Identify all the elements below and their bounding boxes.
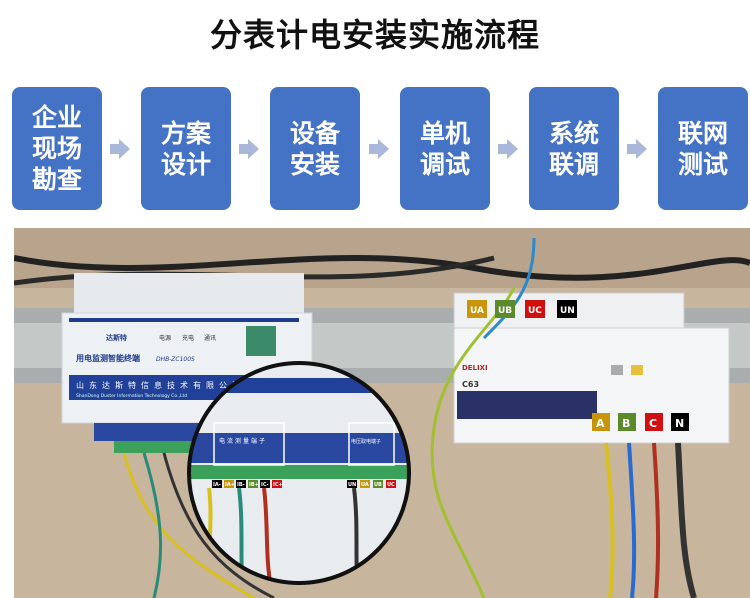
svg-text:用电监测智能终端: 用电监测智能终端 bbox=[75, 353, 140, 363]
svg-text:C: C bbox=[649, 417, 657, 430]
svg-text:电源: 电源 bbox=[159, 334, 171, 342]
step-solution-design: 方案 设计 bbox=[141, 87, 231, 210]
svg-text:IB-: IB- bbox=[237, 482, 245, 488]
svg-text:DELIXI: DELIXI bbox=[462, 364, 488, 372]
step-label: 系统 联调 bbox=[548, 118, 599, 179]
svg-text:达斯特: 达斯特 bbox=[106, 333, 127, 342]
svg-text:A: A bbox=[596, 417, 605, 430]
step-site-survey: 企业 现场 勘查 bbox=[12, 87, 102, 210]
svg-text:UB: UB bbox=[374, 482, 382, 488]
step-label: 方案 设计 bbox=[160, 118, 211, 179]
svg-text:UN: UN bbox=[348, 482, 356, 488]
step-unit-test: 单机 调试 bbox=[400, 87, 490, 210]
svg-text:UA: UA bbox=[470, 306, 484, 316]
svg-text:ShanDong Duster Information Te: ShanDong Duster Information Technology C… bbox=[76, 393, 187, 399]
svg-text:UA: UA bbox=[361, 482, 369, 488]
svg-text:IB+: IB+ bbox=[249, 482, 259, 488]
svg-text:N: N bbox=[675, 417, 684, 430]
magnified-terminals: 电流测量端子 电压取电端子 IA- IA+ IB- IB+ IC- IC+ UN… bbox=[187, 361, 411, 585]
svg-text:UC: UC bbox=[528, 306, 542, 316]
step-system-test: 系统 联调 bbox=[529, 87, 619, 210]
svg-text:UC: UC bbox=[387, 482, 395, 488]
svg-text:电流测量端子: 电流测量端子 bbox=[219, 437, 267, 445]
page-title: 分表计电安装实施流程 bbox=[209, 16, 540, 54]
step-label: 设备 安装 bbox=[289, 118, 340, 179]
svg-text:充电: 充电 bbox=[182, 334, 194, 342]
svg-text:C63: C63 bbox=[462, 380, 479, 389]
svg-text:山东达斯特信息技术有限公司: 山东达斯特信息技术有限公司 bbox=[76, 380, 245, 390]
step-label: 联网 测试 bbox=[677, 118, 728, 179]
svg-text:B: B bbox=[622, 417, 630, 430]
svg-text:IC-: IC- bbox=[261, 482, 269, 488]
step-network-test: 联网 测试 bbox=[658, 87, 748, 210]
svg-text:电压取电端子: 电压取电端子 bbox=[351, 438, 381, 445]
step-label: 企业 现场 勘查 bbox=[31, 103, 82, 194]
step-installation: 设备 安装 bbox=[270, 87, 360, 210]
svg-text:DHB-ZC100S: DHB-ZC100S bbox=[156, 356, 195, 363]
svg-text:IC+: IC+ bbox=[273, 482, 283, 488]
phase-tags: A B C N bbox=[592, 413, 689, 431]
voltage-tags: UA UB UC UN bbox=[467, 300, 577, 318]
svg-text:IA+: IA+ bbox=[225, 482, 235, 488]
svg-text:IA-: IA- bbox=[213, 482, 221, 488]
step-label: 单机 调试 bbox=[419, 118, 470, 179]
qr-code bbox=[246, 326, 276, 356]
svg-text:UN: UN bbox=[560, 306, 575, 316]
svg-text:通讯: 通讯 bbox=[204, 334, 216, 342]
installation-photo: 达斯特 电源 充电 通讯 用电监测智能终端 DHB-ZC100S 山东达斯特信息… bbox=[14, 228, 750, 598]
svg-text:UB: UB bbox=[498, 306, 512, 316]
